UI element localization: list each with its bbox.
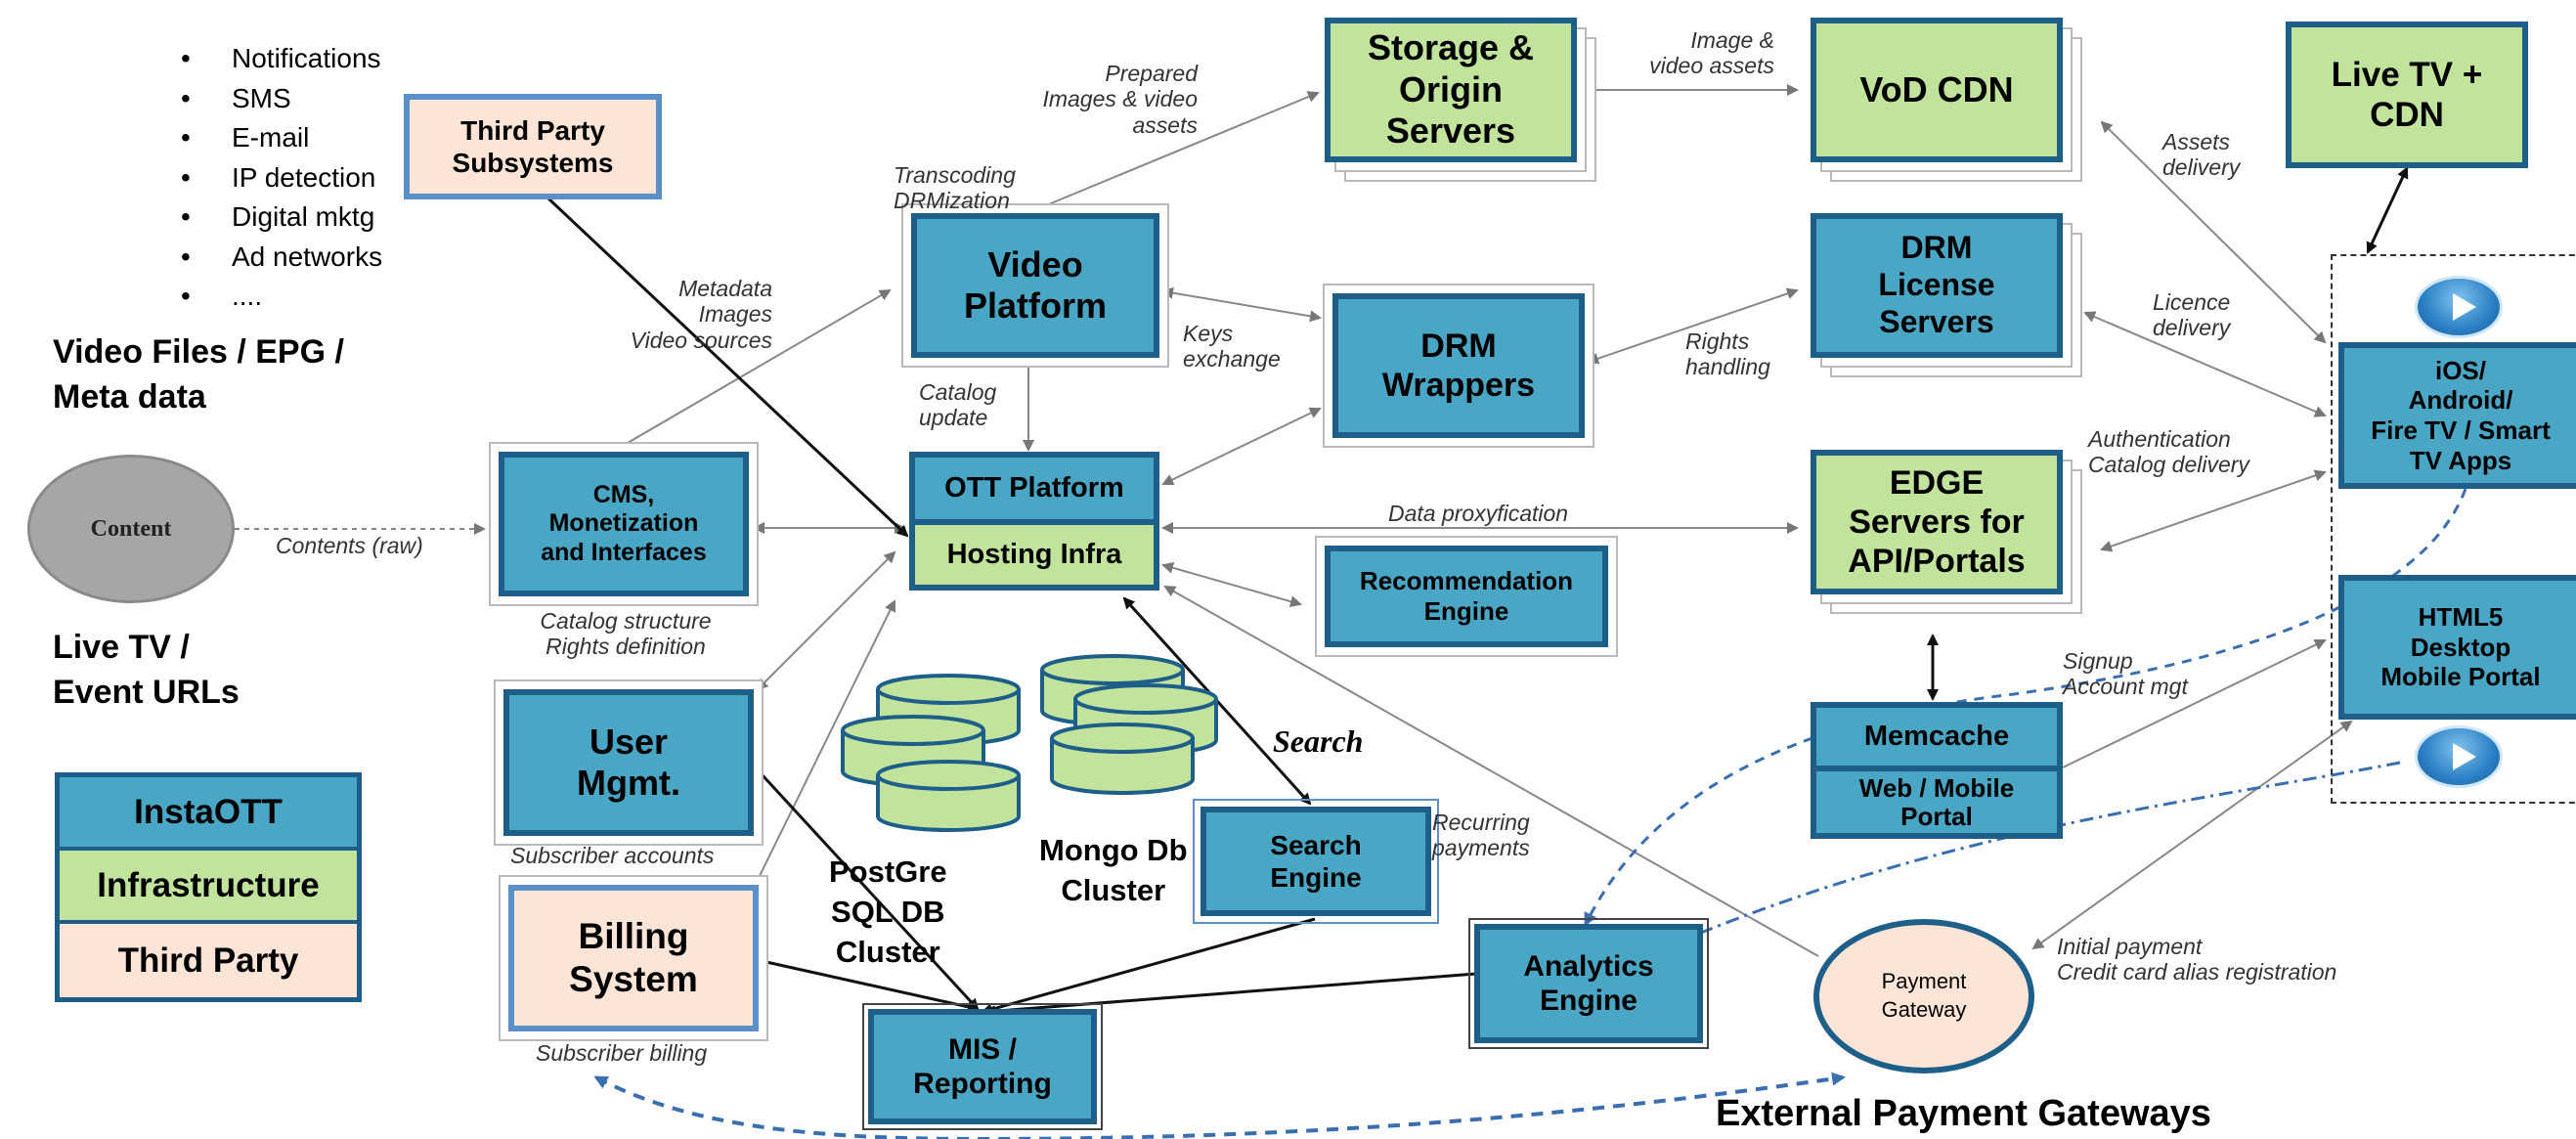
label-keys-exchange: Keys exchange [1183, 321, 1281, 372]
edge-video-storage [1038, 91, 1320, 209]
ott-platform-node[interactable]: OTT Platform [909, 452, 1159, 522]
third-party-subsystems-node[interactable]: Third Party Subsystems [404, 94, 662, 199]
drm-wrappers-node[interactable]: DRM Wrappers [1332, 293, 1585, 438]
edge-livetv-apps [2366, 166, 2409, 254]
bullet-item: Ad networks [181, 238, 382, 278]
source-live-tv: Live TV / Event URLs [53, 629, 240, 711]
edge-search-mis [981, 917, 1316, 1016]
edge-analytics-mis [983, 972, 1477, 1018]
edge-ott-drm [1161, 407, 1322, 486]
edge-license-apps [2083, 311, 2327, 417]
edge-billing-mis [757, 958, 980, 1013]
label-rights-handling: Rights handling [1685, 329, 1770, 380]
user-mgmt-node[interactable]: User Mgmt. [503, 689, 754, 836]
postgres-label: PostGre SQL DB Cluster [829, 854, 947, 969]
analytics-engine-node[interactable]: Analytics Engine [1468, 918, 1709, 1049]
external-payment-gateways-label: External Payment Gateways [1716, 1093, 2211, 1134]
memcache-node[interactable]: Memcache [1811, 702, 2063, 768]
label-image-video: Image & video assets [1649, 27, 1774, 79]
label-assets-delivery: Assets delivery [2162, 129, 2241, 181]
label-subscriber-accounts: Subscriber accounts [510, 843, 715, 868]
content-source-node[interactable]: Content [27, 455, 235, 603]
edge-payment-html5 [2031, 720, 2353, 950]
payment-gateway-node[interactable]: Payment Gateway [1813, 919, 2034, 1073]
legend-third-party: Third Party [60, 924, 357, 997]
bullet-item: IP detection [181, 158, 382, 198]
postgres-db-icon [841, 674, 1021, 832]
edge-billing-ott [757, 599, 895, 881]
label-initial-payment: Initial payment Credit card alias regist… [2057, 934, 2337, 986]
label-prepared-assets: Prepared Images & video assets [1042, 61, 1198, 138]
edge-thirdparty-ott [531, 182, 909, 538]
label-transcoding: Transcoding DRMization [894, 162, 1016, 214]
label-data-proxy: Data proxyfication [1388, 501, 1569, 526]
storage-origin-node[interactable]: Storage & Origin Servers [1325, 18, 1577, 162]
edge-edge-apps [2100, 469, 2327, 552]
content-label: Content [90, 515, 172, 542]
mobile-apps-node[interactable]: iOS/ Android/ Fire TV / Smart TV Apps [2338, 342, 2576, 489]
edge-web-analytics [1597, 761, 2401, 980]
label-catalog-structure: Catalog structure Rights definition [540, 608, 712, 660]
edge-user-mis [749, 761, 980, 1011]
bullet-item: .... [181, 277, 382, 317]
third-party-bullet-list: Notifications SMS E-mail IP detection Di… [181, 39, 382, 317]
source-video-files: Video Files / EPG / Meta data [53, 333, 344, 416]
bullet-item: E-mail [181, 118, 382, 158]
vod-cdn-node[interactable]: VoD CDN [1811, 18, 2063, 162]
edge-apps-analytics [1584, 488, 2467, 927]
live-tv-cdn-node[interactable]: Live TV + CDN [2286, 22, 2528, 168]
label-metadata: Metadata Images Video sources [630, 276, 772, 353]
mongo-label: Mongo Db Cluster [1039, 833, 1188, 907]
html5-portal-node[interactable]: HTML5 Desktop Mobile Portal [2338, 575, 2576, 720]
label-catalog-update: Catalog update [919, 379, 997, 431]
label-signup: Signup Account mgt [2063, 648, 2188, 700]
edge-ott-recommendation [1161, 561, 1302, 608]
label-subscriber-billing: Subscriber billing [536, 1040, 708, 1066]
edge-gateways-loop [593, 1072, 1846, 1139]
legend-instaott: InstaOTT [60, 777, 357, 851]
bullet-item: Digital mktg [181, 197, 382, 238]
drm-license-servers-node[interactable]: DRM License Servers [1811, 213, 2063, 358]
edge-drm-license [1587, 287, 1799, 365]
mongo-db-icon [1040, 654, 1218, 795]
label-recurring-payments: Recurring payments [1432, 810, 1530, 861]
legend: InstaOTT Infrastructure Third Party [55, 772, 362, 1002]
label-search: Search [1273, 723, 1364, 759]
play-button-icon [2415, 725, 2503, 788]
play-button-icon [2415, 276, 2503, 338]
edge-vod-apps [2100, 120, 2327, 344]
label-authentication: Authentication Catalog delivery [2088, 426, 2249, 478]
edge-user-ott [756, 550, 896, 691]
web-mobile-portal-node[interactable]: Web / Mobile Portal [1811, 768, 2063, 839]
recommendation-engine-node[interactable]: Recommendation Engine [1325, 546, 1608, 647]
legend-infrastructure: Infrastructure [60, 851, 357, 924]
hosting-infra-node[interactable]: Hosting Infra [909, 522, 1159, 591]
label-contents-raw: Contents (raw) [276, 533, 423, 558]
video-platform-node[interactable]: Video Platform [911, 213, 1159, 358]
mis-reporting-node[interactable]: MIS / Reporting [862, 1003, 1103, 1130]
cms-node[interactable]: CMS, Monetization and Interfaces [499, 452, 749, 596]
bullet-item: Notifications [181, 39, 382, 79]
client-apps-region [2331, 254, 2576, 804]
search-engine-node[interactable]: Search Engine [1193, 799, 1439, 924]
edge-video-drm [1161, 286, 1322, 323]
bullet-item: SMS [181, 79, 382, 119]
label-licence-delivery: Licence delivery [2153, 289, 2231, 341]
edge-servers-node[interactable]: EDGE Servers for API/Portals [1811, 450, 2063, 594]
billing-system-node[interactable]: Billing System [508, 885, 759, 1031]
